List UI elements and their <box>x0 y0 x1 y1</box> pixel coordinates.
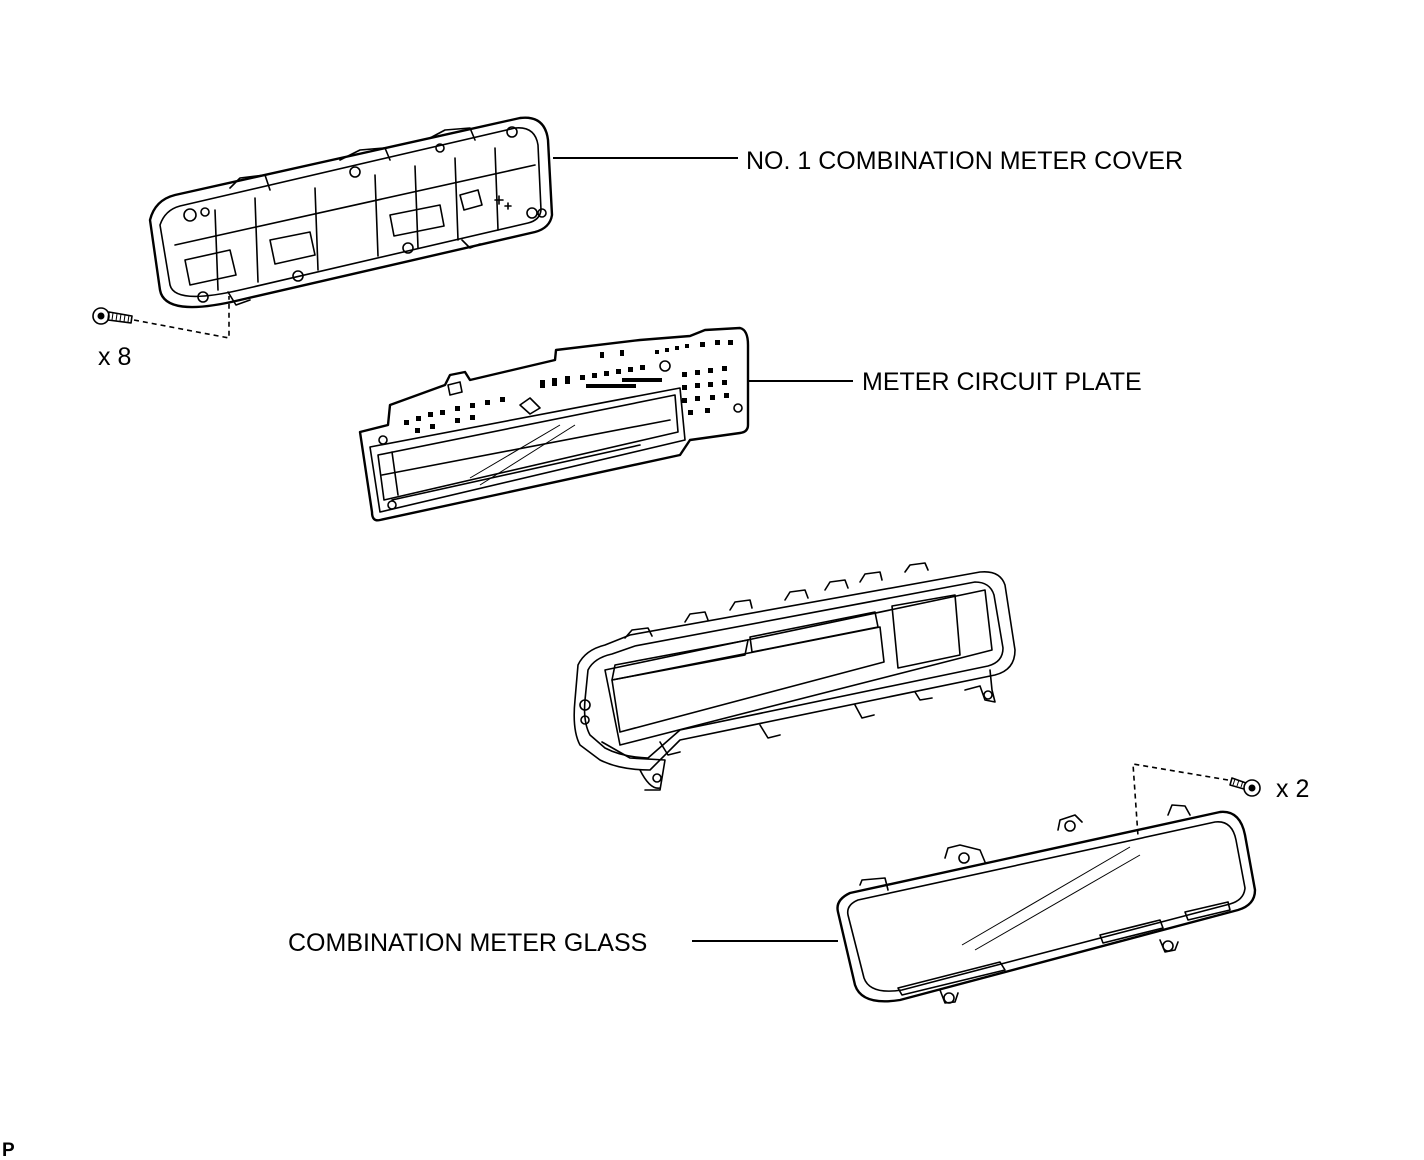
screw-left-icon <box>92 307 133 325</box>
meter-housing-part <box>573 562 1016 791</box>
screw-qty-right: x 2 <box>1276 775 1309 803</box>
meter-glass-label: COMBINATION METER GLASS <box>288 929 647 957</box>
meter-circuit-plate-part <box>358 326 750 522</box>
corner-mark: P <box>2 1140 15 1160</box>
meter-cover-part <box>148 116 554 309</box>
meter-glass-part <box>836 804 1257 1004</box>
circuit-plate-label: METER CIRCUIT PLATE <box>862 368 1142 396</box>
meter-cover-label: NO. 1 COMBINATION METER COVER <box>746 147 1183 175</box>
screw-qty-left: x 8 <box>98 343 131 371</box>
screw-right-icon <box>1229 777 1261 797</box>
